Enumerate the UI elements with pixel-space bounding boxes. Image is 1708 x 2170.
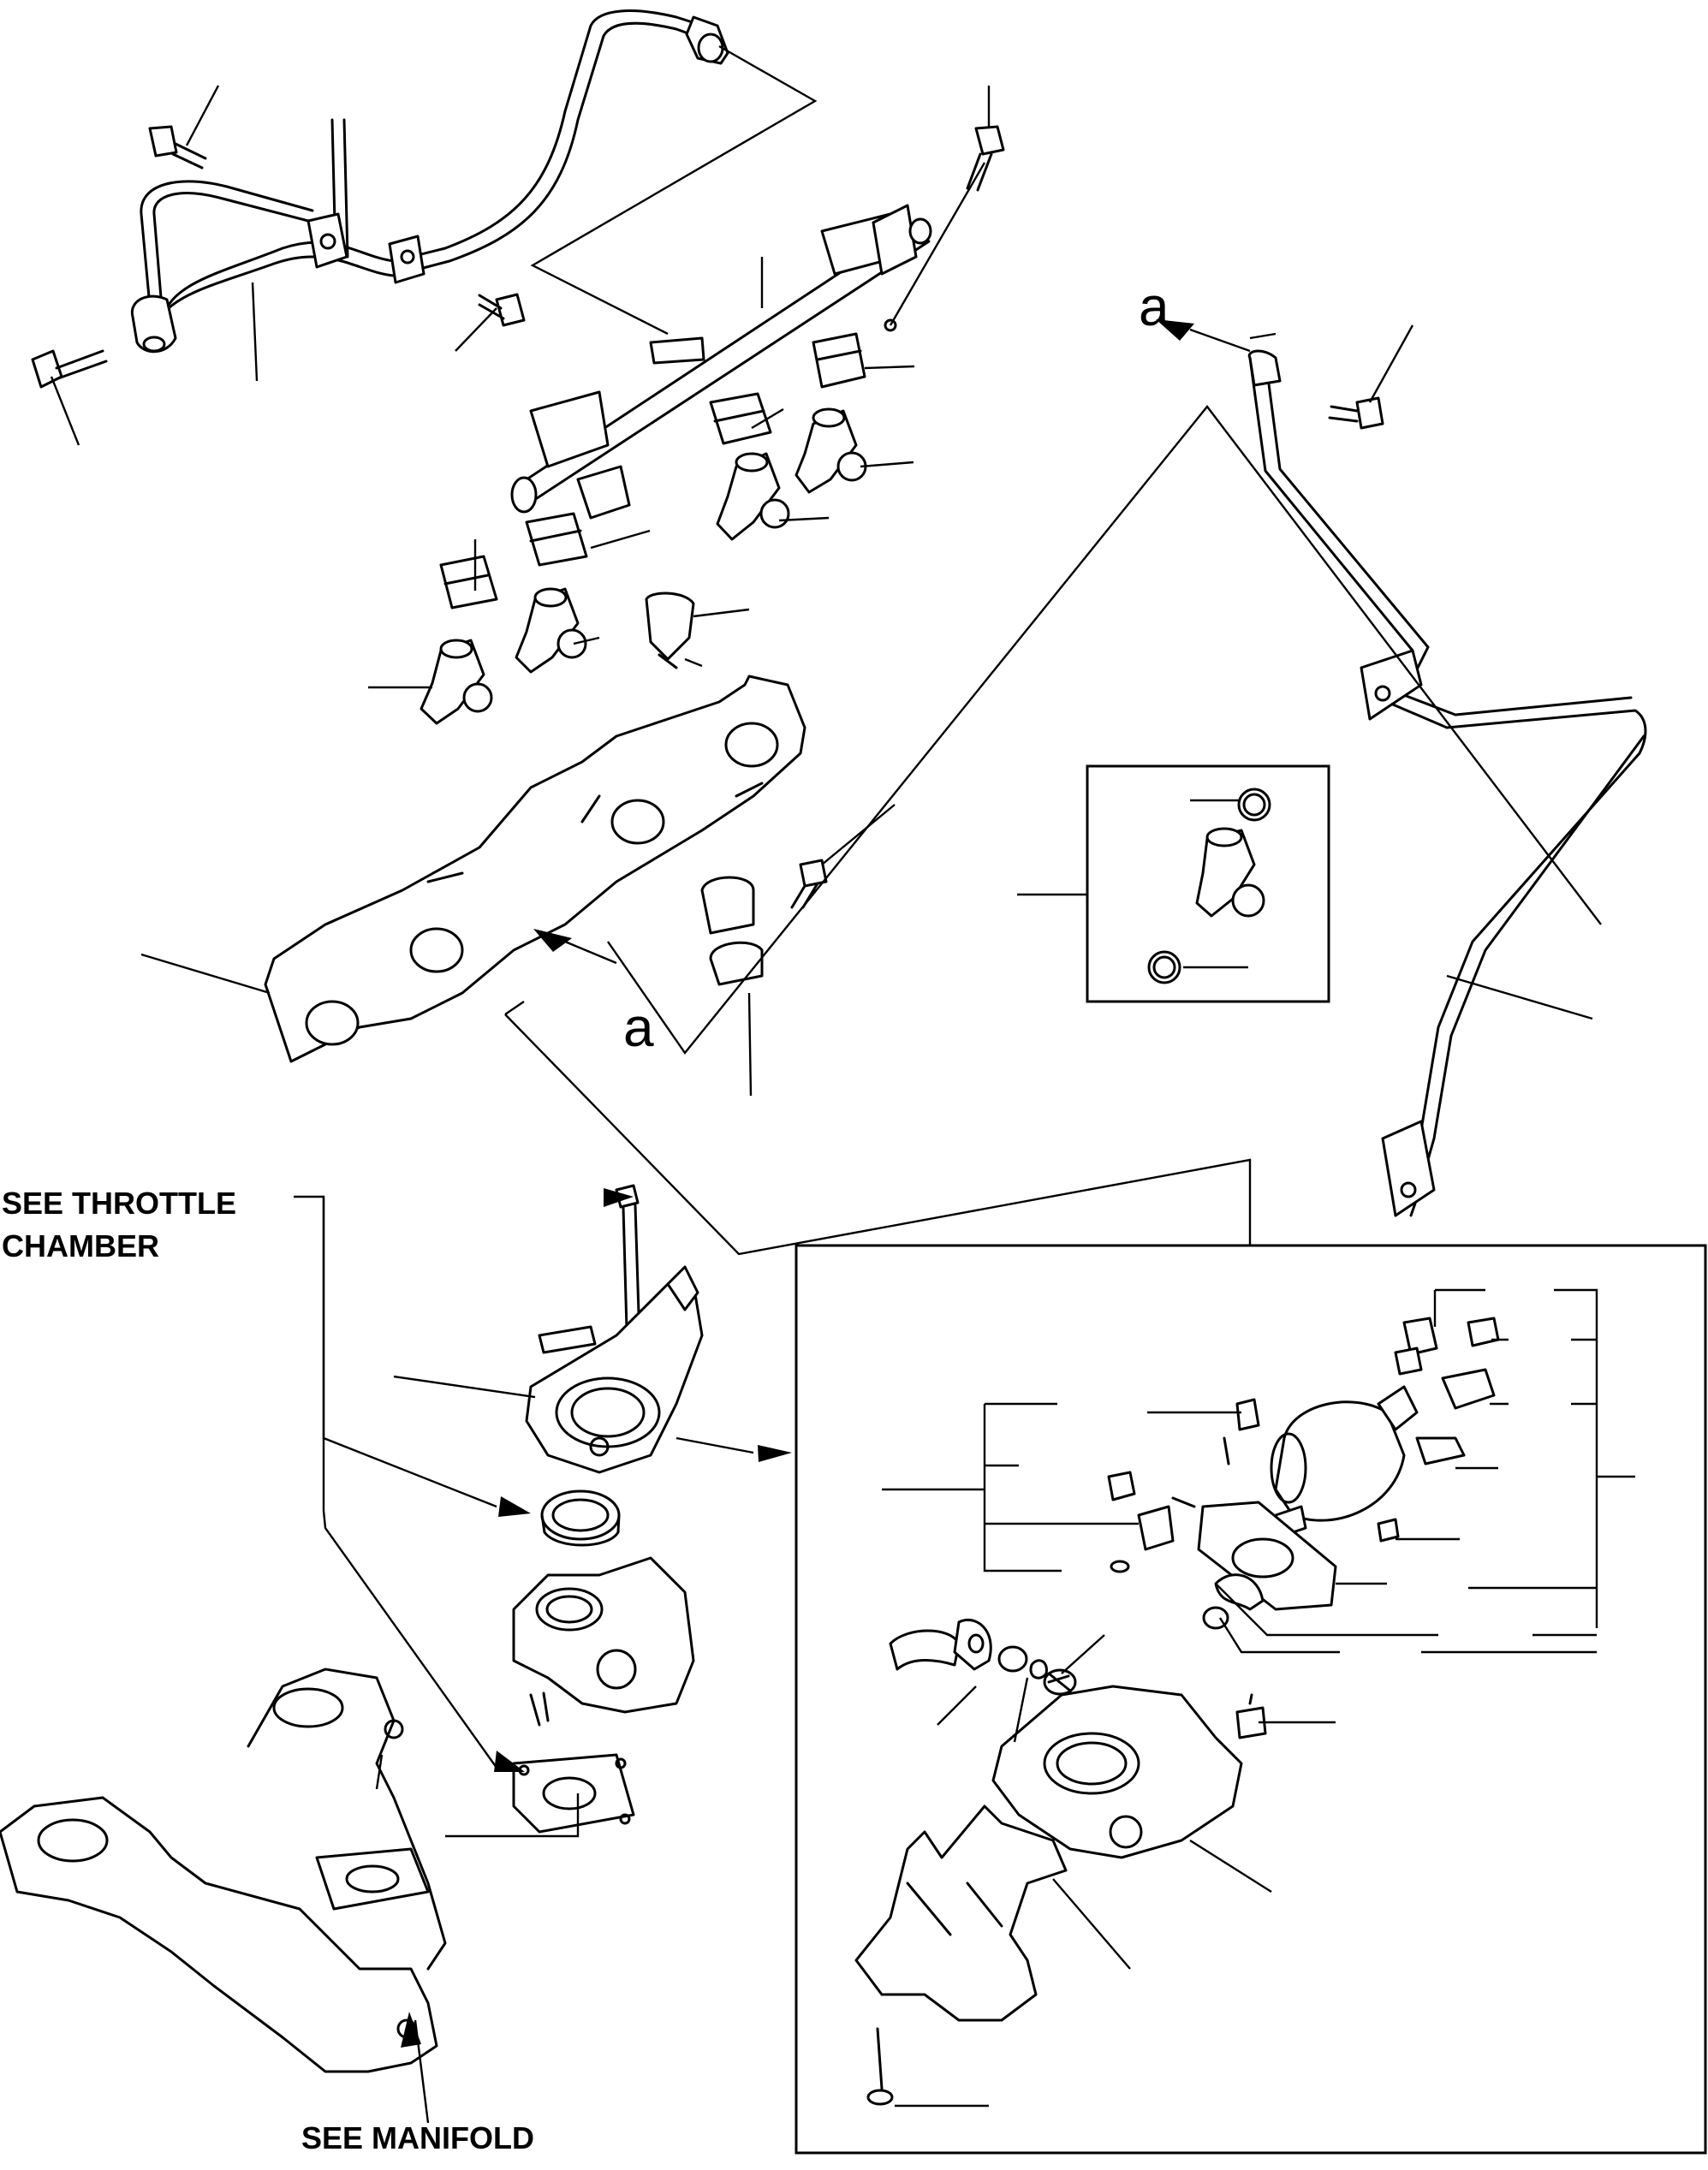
ref-a-lower-label: a [623,996,654,1058]
bolt-4 [966,125,1005,192]
iaa-unit-box [794,1244,1707,2155]
water-pipe-elbow [889,1618,992,1671]
o-ring-2 [997,1645,1028,1673]
gasket-plate [1197,1501,1337,1611]
connector-clip-3 [1415,1436,1466,1465]
fuel-injector-3 [515,587,587,674]
sensor-2 [1107,1471,1136,1501]
fuel-injector-1 [794,407,867,494]
connector-clip-1 [1467,1317,1500,1347]
injector-inset-box [1086,764,1330,1003]
fuel-tube [130,9,729,354]
bolt-2 [31,349,108,389]
bracket-stay [1247,349,1647,1217]
throttle-body-lower [512,1556,695,1727]
manifold-assembly [0,1668,447,2073]
thermo-sensor [1137,1496,1196,1551]
connector-clip-2 [1441,1368,1496,1410]
fuel-injector-2 [716,452,790,541]
fuel-rail [510,204,932,520]
tiny-clip [1110,1560,1130,1573]
o-ring-regulator [1214,1573,1265,1611]
rail-clamp [645,592,695,669]
insulator-1 [812,332,866,389]
fuel-injector-4 [420,639,493,725]
intake-manifold-collector [264,675,806,1063]
clip-ring [1029,1659,1048,1680]
bolt-5 [790,859,828,909]
iaa-body [991,1685,1243,1859]
see-throttle-chamber-label-line2: CHAMBER [2,1228,159,1263]
small-washer [1202,1606,1229,1630]
see-throttle-chamber-label: SEE THROTTLE [2,1186,236,1221]
mounting-bracket [854,1804,1068,2022]
ref-a-upper-label: a [1139,276,1169,337]
sensor-small [1223,1398,1260,1465]
throttle-gasket [512,1753,635,1834]
bottom-screw [866,2027,894,2106]
screw-small [1377,1518,1400,1543]
throttle-chamber [525,1265,704,1474]
connector-1 [1394,1317,1438,1376]
filter-mesh [1043,1668,1077,1696]
insulator-4 [439,555,498,609]
bolt-3 [478,293,526,327]
leader-lines [50,45,1635,2124]
plug-sensor [1235,1693,1267,1739]
regulator-actuator [1270,1385,1419,1538]
insulator-2 [709,392,772,445]
insulator-3 [525,512,588,567]
see-manifold-label: SEE MANIFOLD [301,2120,534,2155]
intake-rubber-seal [540,1489,621,1547]
bolt-6 [1328,396,1384,430]
arrowheads [401,319,1251,2048]
bolt-1 [148,125,207,169]
